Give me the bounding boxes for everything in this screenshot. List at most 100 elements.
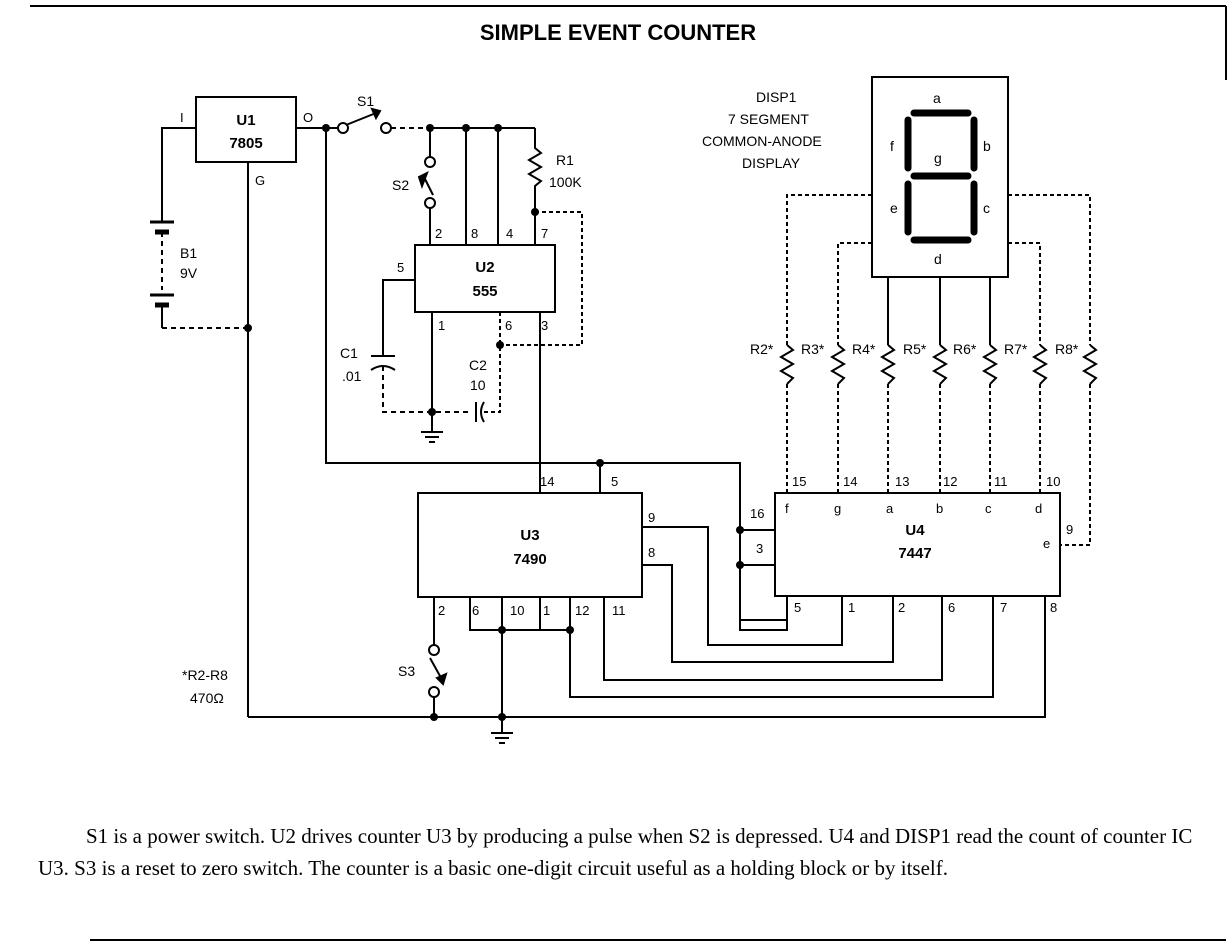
svg-text:R1: R1 [556, 152, 574, 168]
resistor-r2: R2* [750, 341, 795, 493]
u3-pin9-to-u4-pin1 [642, 526, 843, 646]
u3-pin11-to-u4-pin6 [603, 596, 943, 681]
ground-symbol [491, 732, 513, 744]
ground-symbol [421, 431, 443, 443]
svg-text:U2: U2 [475, 259, 494, 276]
diagram-title: SIMPLE EVENT COUNTER [480, 20, 756, 45]
caption-text: S1 is a power switch. U2 drives counter … [38, 824, 1193, 880]
svg-text:9: 9 [1066, 522, 1073, 537]
display-label-line4: DISPLAY [742, 155, 801, 171]
resistor-r7: R7* [1004, 341, 1048, 493]
svg-text:7490: 7490 [513, 551, 546, 568]
u1-regulator: U1 7805 I O G [180, 96, 313, 188]
svg-text:7: 7 [541, 226, 548, 241]
svg-text:1: 1 [543, 603, 550, 618]
svg-text:a: a [933, 90, 941, 106]
svg-text:14: 14 [843, 474, 857, 489]
seg-wire-f [1008, 194, 1091, 345]
caption: S1 is a power switch. U2 drives counter … [38, 820, 1223, 884]
display-label-line1: DISP1 [756, 89, 797, 105]
display-label-line3: COMMON-ANODE [702, 133, 822, 149]
svg-text:2: 2 [898, 600, 905, 615]
resistor-r6: R6* [953, 341, 998, 493]
svg-text:S1: S1 [357, 93, 374, 109]
seg-wire-d [1008, 242, 1041, 345]
svg-text:1: 1 [438, 318, 445, 333]
svg-text:d: d [934, 251, 942, 267]
switch-s1: S1 [296, 93, 430, 134]
svg-text:R5*: R5* [903, 341, 927, 357]
svg-text:R4*: R4* [852, 341, 876, 357]
svg-text:5: 5 [397, 260, 404, 275]
svg-text:R8*: R8* [1055, 341, 1079, 357]
u3-pin8-to-u4-pin2 [642, 564, 894, 663]
junction-dot [736, 561, 744, 569]
vcc-wire-to-u4 [325, 128, 787, 621]
svg-text:15: 15 [792, 474, 806, 489]
svg-text:R3*: R3* [801, 341, 825, 357]
svg-text:5: 5 [611, 474, 618, 489]
svg-text:I: I [180, 110, 184, 125]
svg-text:c: c [985, 501, 992, 516]
u4-decoder: U4 7447 15 14 13 12 11 10 16 3 9 5 1 2 6… [750, 474, 1073, 615]
resistor-r4: R4* [852, 341, 896, 493]
svg-text:B1: B1 [180, 245, 197, 261]
svg-text:c: c [983, 200, 990, 216]
svg-text:8: 8 [471, 226, 478, 241]
svg-text:O: O [303, 110, 313, 125]
svg-text:5: 5 [794, 600, 801, 615]
svg-text:C2: C2 [469, 357, 487, 373]
svg-text:a: a [886, 501, 894, 516]
svg-text:3: 3 [756, 541, 763, 556]
svg-text:10: 10 [510, 603, 524, 618]
svg-text:9: 9 [648, 510, 655, 525]
junction-dot [428, 408, 436, 416]
svg-text:7: 7 [1000, 600, 1007, 615]
svg-text:1: 1 [848, 600, 855, 615]
switch-s3: S3 [398, 597, 448, 721]
svg-text:6: 6 [948, 600, 955, 615]
seg-wire-g [837, 242, 872, 345]
svg-text:g: g [934, 150, 942, 166]
svg-text:2: 2 [438, 603, 445, 618]
junction-dot [736, 526, 744, 534]
svg-text:R6*: R6* [953, 341, 977, 357]
svg-text:16: 16 [750, 506, 764, 521]
svg-text:U4: U4 [905, 522, 925, 539]
svg-text:2: 2 [435, 226, 442, 241]
svg-text:3: 3 [541, 318, 548, 333]
resistor-r3: R3* [801, 341, 846, 493]
svg-text:8: 8 [1050, 600, 1057, 615]
svg-text:555: 555 [472, 283, 497, 300]
svg-text:b: b [936, 501, 943, 516]
svg-text:g: g [834, 501, 841, 516]
svg-text:f: f [890, 138, 894, 154]
seven-segment-display: a b c d e f g [871, 76, 1009, 278]
battery-b1: B1 9V [150, 127, 198, 328]
svg-text:11: 11 [612, 603, 626, 618]
svg-text:8: 8 [648, 545, 655, 560]
svg-text:R7*: R7* [1004, 341, 1028, 357]
svg-text:e: e [1043, 536, 1050, 551]
svg-text:6: 6 [472, 603, 479, 618]
svg-text:7805: 7805 [229, 135, 262, 152]
capacitor-c2: C2 10 [469, 312, 504, 423]
u3-pin6-10-link [469, 597, 541, 631]
seg-wire-e [786, 194, 872, 345]
svg-text:14: 14 [540, 474, 554, 489]
capacitor-c1: C1 .01 [340, 279, 470, 413]
svg-text:7447: 7447 [898, 545, 931, 562]
svg-text:U1: U1 [236, 112, 255, 129]
u4-pin5-wire [739, 596, 788, 631]
svg-text:6: 6 [505, 318, 512, 333]
display-label-line2: 7 SEGMENT [728, 111, 809, 127]
svg-text:13: 13 [895, 474, 909, 489]
junction-dot [596, 459, 604, 467]
resistor-r5: R5* [903, 341, 948, 493]
svg-text:9V: 9V [180, 265, 198, 281]
resistor-note-value: 470Ω [190, 690, 224, 706]
svg-text:11: 11 [994, 474, 1008, 489]
svg-text:S2: S2 [392, 177, 409, 193]
svg-text:12: 12 [575, 603, 589, 618]
